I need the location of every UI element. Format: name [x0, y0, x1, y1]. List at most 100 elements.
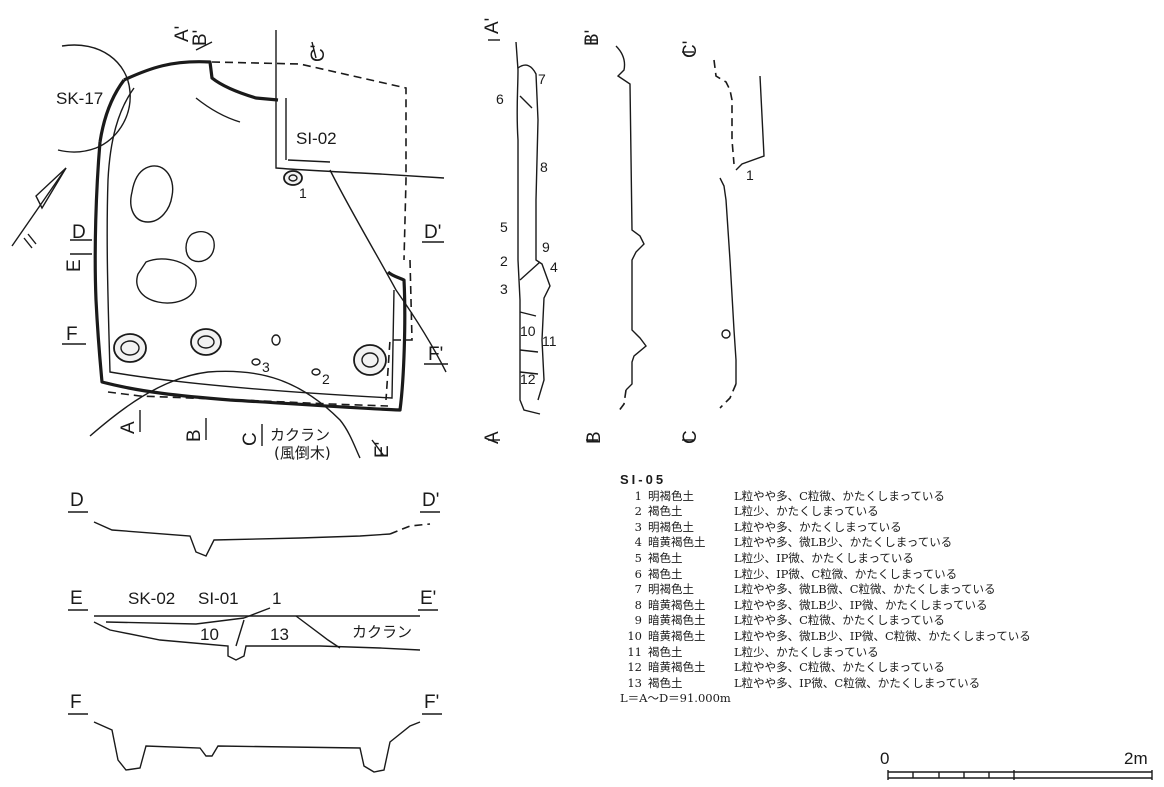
- sk17-outline: [57, 44, 131, 153]
- vertical-sections: A' A B' B C' C 6 7 8 5 9 2 4 3 10 11 12: [482, 18, 765, 444]
- section-d-right-label: D': [422, 490, 439, 511]
- soil-type: 暗黄褐色土: [648, 660, 706, 675]
- soil-description: L粒やや多、微LB少、IP微、C粒微、かたくしまっている: [734, 628, 1031, 643]
- svg-text:3: 3: [500, 281, 508, 297]
- soil-type: 褐色土: [648, 550, 683, 565]
- section-f-profile: [93, 721, 421, 773]
- svg-text:7: 7: [538, 71, 546, 87]
- section-title-b: B: [584, 431, 605, 444]
- svg-text:カクラン: カクラン: [352, 623, 412, 641]
- svg-text:9: 9: [542, 239, 550, 255]
- intrusion-line: [195, 97, 241, 123]
- plan-view: SK-17 SI-02 カクラン (風倒木) 1 2 3 A' B' C' D …: [11, 26, 448, 462]
- marker-e: E: [64, 259, 85, 272]
- section-c-profile-top: [713, 59, 735, 165]
- marker-e-prime: E': [372, 442, 393, 458]
- svg-text:11: 11: [542, 333, 557, 349]
- legend-row: 12 暗黄褐色土 L粒やや多、C粒微、かたくしまっている: [620, 660, 1160, 676]
- section-b-profile: [615, 45, 647, 391]
- svg-text:5: 5: [500, 219, 508, 235]
- si02-inner: [285, 98, 331, 163]
- section-f-left-label: F: [70, 692, 82, 713]
- section-d-left-label: D: [70, 490, 84, 511]
- marker-c-prime: C': [308, 45, 329, 62]
- legend-level-note: L＝A～D＝91.000m: [620, 691, 731, 706]
- post-hole-1: [113, 333, 147, 363]
- section-b-dashed-end: [617, 389, 627, 413]
- depression-3: [136, 258, 197, 304]
- svg-text:10: 10: [200, 625, 219, 644]
- depression-1: [130, 165, 174, 223]
- soil-type: 明褐色土: [648, 519, 694, 534]
- marker-a: A: [118, 421, 139, 434]
- soil-description: L粒少、IP微、C粒微、かたくしまっている: [734, 566, 958, 581]
- marker-f-prime: F': [428, 344, 443, 365]
- soil-description: L粒少、かたくしまっている: [734, 504, 879, 519]
- svg-text:13: 13: [270, 625, 289, 644]
- section-marker-ticks: [62, 41, 448, 457]
- layer-number: 8: [634, 597, 642, 612]
- north-arrow-icon: [11, 167, 67, 249]
- section-e-profile: [93, 621, 421, 661]
- svg-text:8: 8: [540, 159, 548, 175]
- soil-type: 暗黄褐色土: [648, 535, 706, 550]
- legend-row: 6 褐色土 L粒少、IP微、C粒微、かたくしまっている: [620, 567, 1160, 583]
- depression-2: [185, 230, 215, 263]
- layer-number: 9: [634, 613, 642, 628]
- legend-title: SI-05: [620, 472, 667, 487]
- post-hole-3: [353, 344, 387, 376]
- section-title-c-prime: C': [680, 41, 701, 58]
- soil-description: L粒やや多、C粒微、かたくしまっている: [734, 613, 945, 628]
- section-f: F F': [68, 692, 442, 773]
- soil-type: 明褐色土: [648, 582, 694, 597]
- section-c-find: [721, 329, 731, 339]
- soil-type: 褐色土: [648, 566, 683, 581]
- section-a-profile: [515, 41, 541, 415]
- scale-bar: 0 2m: [880, 749, 1153, 780]
- section-c-dashed-end: [719, 383, 737, 409]
- soil-description: L粒やや多、微LB微、C粒微、かたくしまっている: [734, 582, 996, 597]
- layer-number: 6: [634, 566, 642, 581]
- layer-number: 5: [634, 550, 642, 565]
- soil-description: L粒やや多、C粒微、かたくしまっている: [734, 488, 945, 503]
- section-title-a-prime: A': [482, 18, 503, 34]
- layer-number: 12: [627, 660, 642, 675]
- si05-wall-top-left: [98, 79, 126, 143]
- marker-b-prime: B': [190, 30, 211, 46]
- post-hole-2: [190, 328, 222, 356]
- legend-row: 9 暗黄褐色土 L粒やや多、C粒微、かたくしまっている: [620, 613, 1160, 629]
- soil-description: L粒やや多、IP微、C粒微、かたくしまっている: [734, 675, 981, 690]
- section-d: D D': [68, 490, 440, 557]
- section-c-si02: [735, 75, 765, 171]
- si02-label: SI-02: [296, 129, 337, 148]
- soil-type: 明褐色土: [648, 488, 694, 503]
- marker-d-prime: D': [424, 222, 441, 243]
- kakuran-label: カクラン: [270, 426, 330, 444]
- find-small-marker: [271, 334, 281, 346]
- section-d-dashed: [389, 523, 431, 535]
- svg-text:4: 4: [550, 259, 558, 275]
- soil-description: L粒やや多、かたくしまっている: [734, 519, 902, 534]
- soil-type: 暗黄褐色土: [648, 613, 706, 628]
- section-a-layer-labels: 6 7 8 5 9 2 4 3 10 11 12: [496, 71, 558, 387]
- sk17-label: SK-17: [56, 89, 103, 108]
- section-title-c: C: [680, 430, 701, 444]
- soil-description: L粒やや多、微LB少、IP微、かたくしまっている: [734, 597, 988, 612]
- layer-number: 4: [634, 535, 642, 550]
- find-1-label: 1: [299, 185, 307, 201]
- marker-d: D: [72, 222, 86, 243]
- find-1-marker: [283, 170, 303, 186]
- section-e-layer-lines: [105, 607, 341, 649]
- soil-type: 褐色土: [648, 675, 683, 690]
- soil-description: L粒やや多、C粒微、かたくしまっている: [734, 660, 945, 675]
